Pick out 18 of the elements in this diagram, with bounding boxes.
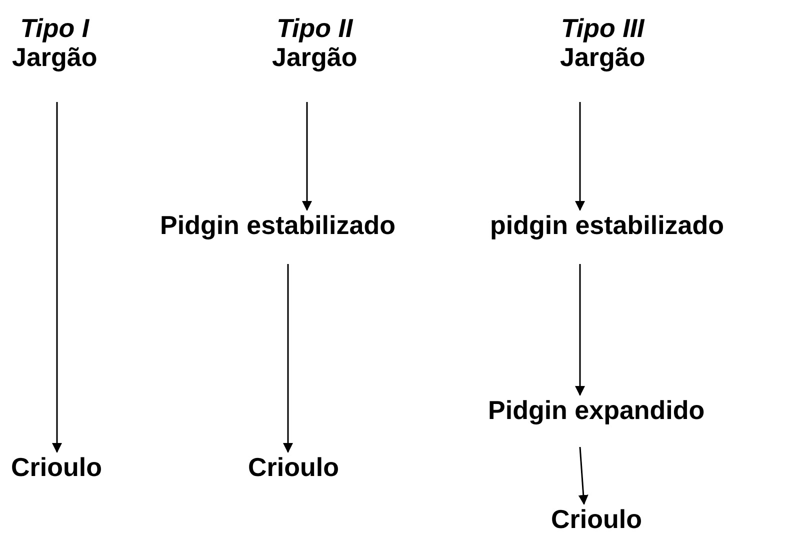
stage-label: pidgin estabilizado [490, 210, 724, 240]
type-heading: Tipo III [560, 14, 644, 42]
stage-label: Jargão [12, 42, 98, 72]
stage-label: Crioulo [551, 504, 642, 534]
arrow [578, 446, 588, 505]
arrow [575, 102, 585, 211]
stage-label: Crioulo [248, 452, 339, 482]
arrow [283, 264, 293, 453]
stage-label: Jargão [272, 42, 358, 72]
arrow [575, 264, 585, 396]
stage-label: Jargão [560, 42, 646, 72]
type-heading: Tipo I [20, 14, 90, 42]
type-heading: Tipo II [276, 14, 353, 42]
stage-label: Pidgin expandido [488, 395, 705, 425]
stage-label: Crioulo [11, 452, 102, 482]
arrow [52, 102, 62, 453]
stage-label: Pidgin estabilizado [160, 210, 396, 240]
arrow [302, 102, 312, 211]
